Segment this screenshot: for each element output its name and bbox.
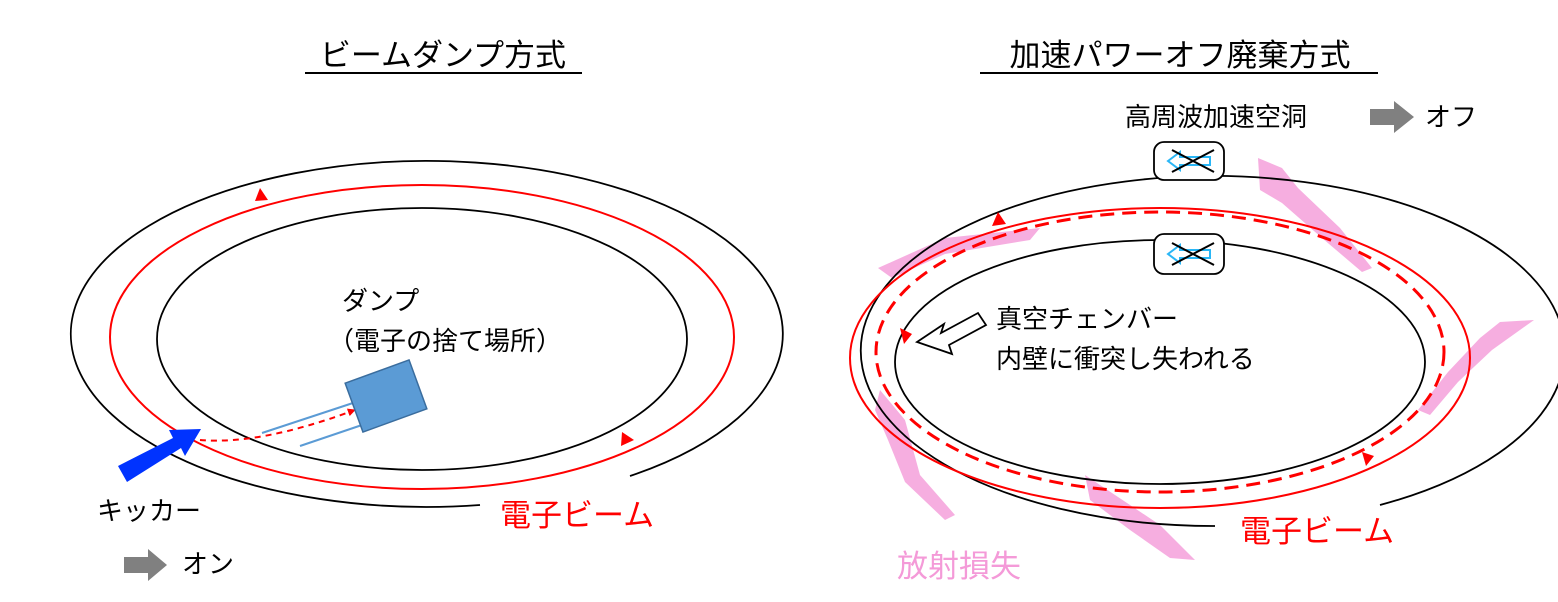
right-beam-spiral: [874, 210, 1446, 494]
left-outer-wall: [69, 160, 784, 508]
rf-cavity-bottom: [1153, 233, 1225, 275]
dump-block: [344, 358, 428, 434]
right-beam-label: 電子ビーム: [1240, 514, 1394, 550]
cavity-state-label: オフ: [1425, 103, 1477, 133]
dump-channel-lower: [299, 424, 363, 447]
radiation-loss-label: 放射損失: [897, 549, 1021, 585]
left-inner-wall: [156, 207, 688, 471]
left-beam-orbit: [109, 184, 735, 490]
left-beam-arrow-right: [621, 432, 634, 446]
left-title: ビームダンプ方式: [320, 38, 566, 74]
right-panel: 加速パワーオフ廃棄方式 高周波加速空洞 オフ: [849, 38, 1558, 585]
right-beam-arrow-bottom: [1362, 452, 1374, 466]
cavity-state-arrow: [1370, 101, 1414, 133]
rf-cavity-top: [1153, 141, 1225, 181]
cavity-label: 高周波加速空洞: [1125, 103, 1307, 133]
kicker-state-label: オン: [182, 550, 234, 580]
right-title: 加速パワーオフ廃棄方式: [1010, 38, 1351, 74]
left-beam-arrow-top: [255, 188, 268, 201]
right-outer-wall: [859, 175, 1558, 527]
left-beam-label: 電子ビーム: [500, 498, 654, 534]
chamber-label-line1: 真空チェンバー: [996, 305, 1178, 335]
radiation-streaks: [875, 158, 1534, 560]
kicker-label: キッカー: [97, 497, 201, 527]
chamber-label-line2: 内壁に衝突し失われる: [996, 345, 1255, 375]
right-beam-arrow-top: [992, 212, 1006, 226]
kicked-beam-path: [199, 408, 356, 442]
left-panel: ビームダンプ方式 ダンプ （電子の捨て場所） キッカー オン 電子ビーム: [69, 38, 784, 581]
dump-label: ダンプ: [342, 287, 419, 317]
kicker-arrow: [118, 429, 201, 482]
right-beam-arrow-left: [900, 328, 912, 344]
dump-sub-label: （電子の捨て場所）: [328, 327, 562, 357]
right-beam-orbit: [849, 207, 1471, 509]
dump-channel-upper: [261, 401, 357, 434]
chamber-callout-arrow: [914, 311, 988, 356]
kicker-state-arrow: [124, 549, 167, 581]
